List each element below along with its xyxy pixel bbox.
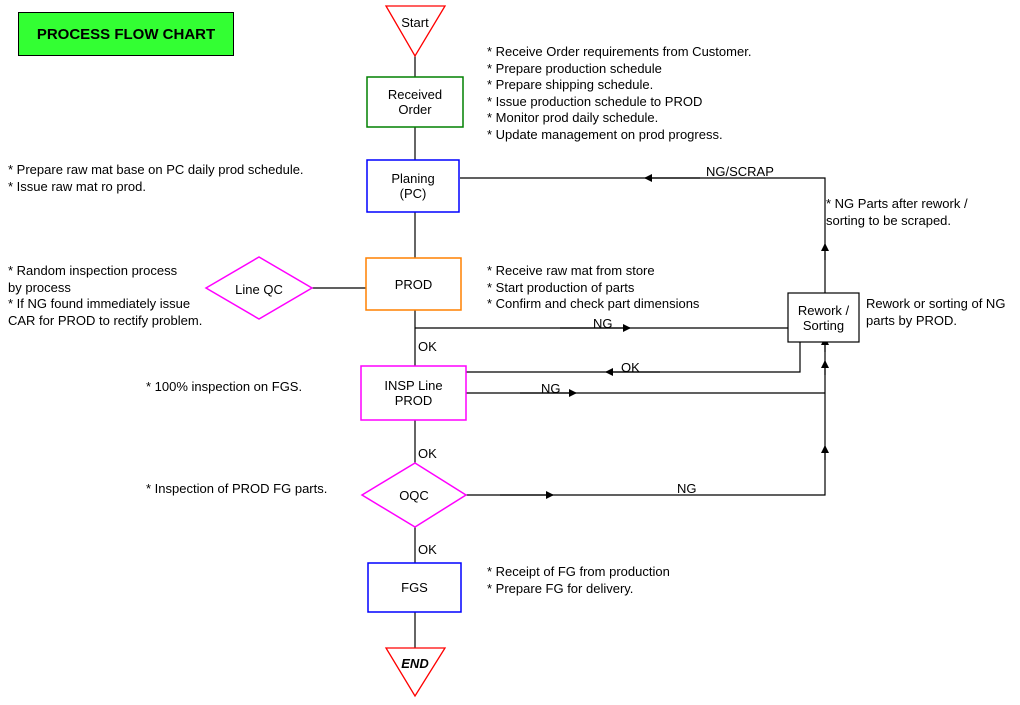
rework-label: Rework / Sorting <box>797 302 850 333</box>
oqc-diamond <box>360 462 468 528</box>
insp-line-box <box>360 365 467 421</box>
main-flow-connectors <box>312 55 829 648</box>
note-line: sorting to be scraped. <box>826 212 952 228</box>
fgs-box <box>367 562 462 613</box>
note-line: * Inspection of PROD FG parts. <box>146 481 328 496</box>
note-line: Rework or sorting of NG <box>866 296 1006 311</box>
connector-oqc-ng <box>466 342 826 496</box>
note-line: CAR for PROD to rectify problem. <box>8 312 203 328</box>
note-line: * If NG found immediately issue <box>8 296 191 311</box>
note-fgs: * Receipt of FG from production * Prepar… <box>487 564 670 597</box>
edge-label-ng-prod: NG <box>593 316 613 331</box>
rework-box <box>787 292 860 343</box>
page-title: PROCESS FLOW CHART <box>18 12 234 56</box>
note-prod: * Receive raw mat from store * Start pro… <box>487 263 699 313</box>
note-line: by process <box>8 279 71 295</box>
received-order-box <box>366 76 464 128</box>
connector-rework-ok <box>466 342 801 373</box>
note-rework: Rework or sorting of NG parts by PROD. <box>866 296 1005 329</box>
note-line: * NG Parts after rework / <box>826 196 968 211</box>
start-terminator <box>384 5 447 58</box>
note-insp-line: * 100% inspection on FGS. <box>146 379 302 396</box>
start-label: Start <box>401 14 429 30</box>
note-scrap: * NG Parts after rework / sorting to be … <box>826 196 968 229</box>
note-line: parts by PROD. <box>866 312 958 328</box>
fgs-label: FGS <box>401 580 428 595</box>
edge-label-ng-insp: NG <box>541 381 561 396</box>
prod-box <box>365 257 462 311</box>
connector-rework-scrap <box>460 177 826 314</box>
note-line: * Receive Order requirements from Custom… <box>487 44 752 59</box>
edge-label-ng-oqc: NG <box>677 481 697 496</box>
note-line: * Prepare production schedule <box>487 60 662 76</box>
note-received-order: * Receive Order requirements from Custom… <box>487 44 751 143</box>
planing-box <box>366 159 460 213</box>
end-label: END <box>401 655 429 671</box>
prod-label: PROD <box>394 276 433 292</box>
note-line: * Prepare shipping schedule. <box>487 77 654 92</box>
note-line: * Receipt of FG from production <box>487 564 670 579</box>
note-line: * Random inspection process <box>8 263 178 278</box>
received-order-label: Received Order <box>387 87 443 117</box>
line-qc-diamond <box>204 256 314 320</box>
edge-label-ok-oqc: OK <box>418 542 437 557</box>
note-line: * Receive raw mat from store <box>487 263 655 278</box>
edge-label-ng-scrap: NG/SCRAP <box>706 164 774 179</box>
note-line-qc: * Random inspection process by process *… <box>8 263 202 329</box>
note-line: * Monitor prod daily schedule. <box>487 110 659 125</box>
oqc-label: OQC <box>399 487 429 503</box>
note-line: * Prepare raw mat base on PC daily prod … <box>8 162 304 177</box>
planing-label: Planing (PC) <box>391 171 435 201</box>
edge-label-ok-insp: OK <box>418 446 437 461</box>
end-terminator <box>384 647 447 698</box>
note-oqc: * Inspection of PROD FG parts. <box>146 481 327 498</box>
note-planing: * Prepare raw mat base on PC daily prod … <box>8 162 304 195</box>
note-line: * 100% inspection on FGS. <box>146 379 303 394</box>
note-line: * Update management on prod progress. <box>487 126 723 142</box>
line-qc-label: Line QC <box>235 281 283 297</box>
edge-label-ok-prod: OK <box>418 339 437 354</box>
note-line: * Start production of parts <box>487 279 635 295</box>
note-line: * Issue production schedule to PROD <box>487 93 703 109</box>
note-line: * Confirm and check part dimensions <box>487 296 700 311</box>
note-line: * Issue raw mat ro prod. <box>8 178 146 194</box>
edge-label-ok-rework: OK <box>621 360 640 375</box>
insp-line-label: INSP Line PROD <box>384 378 443 408</box>
note-line: * Prepare FG for delivery. <box>487 580 634 596</box>
